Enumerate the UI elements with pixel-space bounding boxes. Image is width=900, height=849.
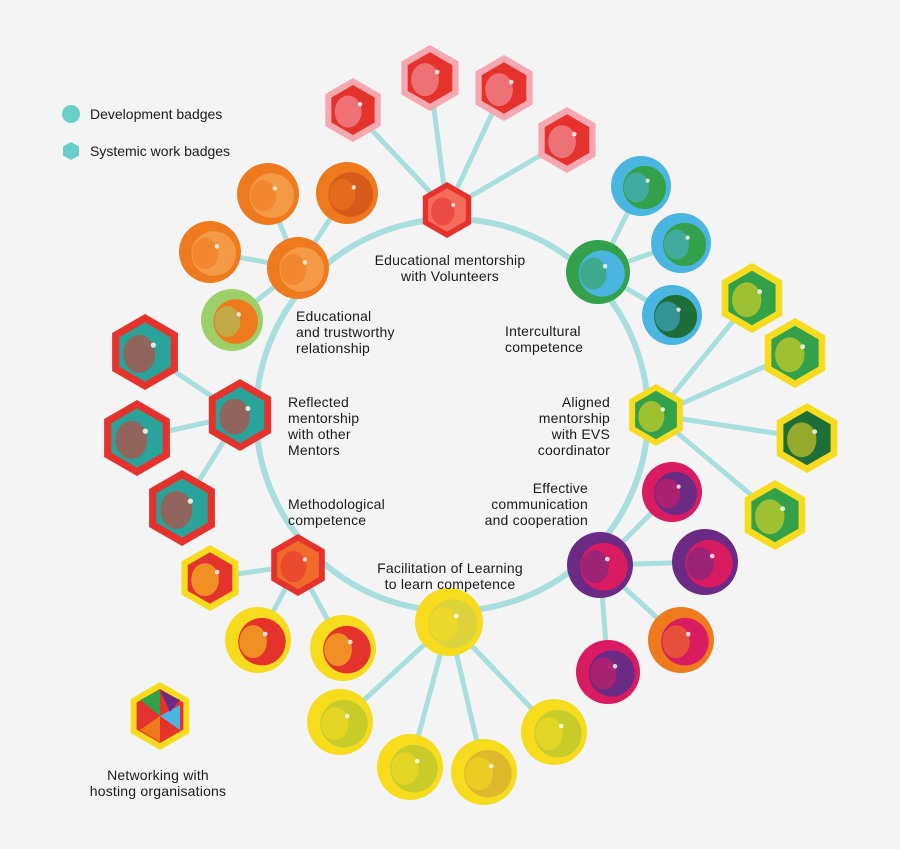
badges	[104, 45, 838, 805]
hub-trustworthy-badge	[267, 237, 329, 299]
badge-18	[451, 739, 517, 805]
label-communication: Effective communication and cooperation	[484, 480, 588, 528]
hexagon-icon	[63, 142, 79, 160]
badge-24	[104, 400, 170, 476]
legend-systemic-label: Systemic work badges	[90, 143, 231, 159]
badge-13	[672, 529, 738, 595]
legend-development: Development badges	[62, 105, 222, 123]
badge-27	[316, 162, 378, 224]
networking-badge	[130, 682, 190, 750]
label-evs: Aligned mentorship with EVS coordinator	[537, 394, 610, 458]
legend-development-label: Development badges	[90, 106, 223, 122]
badge-7	[642, 285, 702, 345]
legend-systemic: Systemic work badges	[62, 142, 230, 160]
badge-16	[307, 689, 373, 755]
badge-1	[325, 78, 381, 142]
badge-15	[576, 640, 640, 704]
hub-reflected-badge	[208, 379, 272, 451]
badge-2	[401, 45, 459, 111]
badge-22	[310, 615, 376, 681]
label-trustworthy: Educational and trustworthy relationship	[296, 308, 395, 356]
badge-14	[648, 607, 714, 673]
hub-volunteers-badge	[422, 182, 472, 238]
badge-23	[112, 314, 178, 390]
badge-12	[642, 462, 702, 522]
hub-evs-badge	[629, 384, 683, 446]
badge-17	[377, 734, 443, 800]
badge-10	[776, 403, 838, 473]
badge-6	[651, 213, 711, 273]
label-intercultural: Intercultural competence	[505, 323, 584, 355]
badge-28	[179, 221, 241, 283]
badge-4	[538, 107, 596, 173]
badge-8	[721, 263, 783, 333]
badge-29	[201, 289, 263, 351]
badge-21	[225, 607, 291, 673]
label-volunteers: Educational mentorship with Volunteers	[374, 252, 526, 284]
badge-26	[237, 163, 299, 225]
hub-learning-badge	[415, 588, 483, 656]
circle-icon	[62, 105, 80, 123]
label-learning: Facilitation of Learning to learn compet…	[377, 560, 523, 592]
badge-5	[611, 156, 671, 216]
badge-19	[521, 699, 587, 765]
badge-20	[181, 545, 239, 611]
label-methodological: Methodological competence	[288, 496, 385, 528]
hub-communication-badge	[567, 532, 633, 598]
badge-25	[149, 470, 215, 546]
badge-3	[475, 55, 533, 121]
hub-intercultural-badge	[566, 240, 630, 304]
hub-methodological-badge	[271, 534, 325, 596]
label-reflected: Reflected mentorship with other Mentors	[288, 394, 360, 458]
badge-11	[744, 480, 806, 550]
label-networking: Networking with hosting organisations	[89, 767, 227, 799]
badge-9	[764, 318, 826, 388]
